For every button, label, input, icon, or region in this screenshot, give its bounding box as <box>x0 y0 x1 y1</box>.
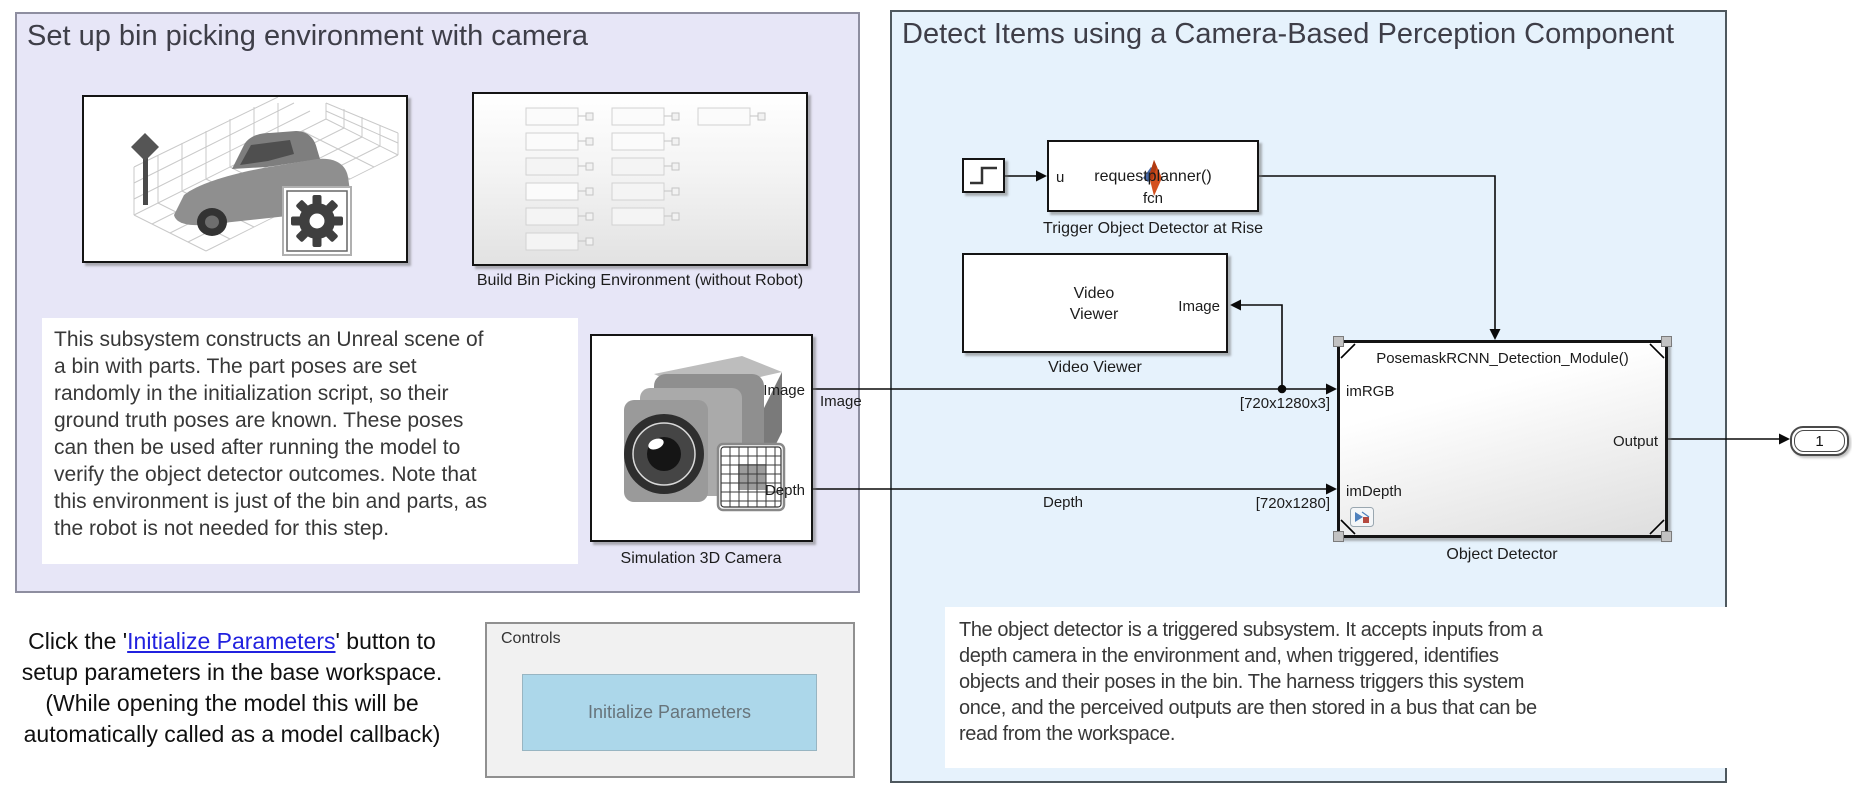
controls-panel: Controls Initialize Parameters <box>485 622 855 778</box>
signal-wire-trigger[interactable] <box>1259 175 1501 340</box>
initialize-parameters-button[interactable]: Initialize Parameters <box>522 674 817 751</box>
detector-port-imrgb: imRGB <box>1346 383 1395 400</box>
fcn-sub-text: fcn <box>1142 190 1163 207</box>
fcn-port-u: u <box>1056 169 1065 186</box>
simulation-3d-camera-block[interactable]: Image Depth <box>590 334 813 542</box>
signal-wire-depth[interactable] <box>813 483 1337 495</box>
left-area-title: Set up bin picking environment with came… <box>27 20 588 52</box>
callout-pre-text: Click the ' <box>28 628 128 654</box>
outport-1-label: 1 <box>1794 430 1845 452</box>
mini-block-column-2 <box>611 107 680 226</box>
initialize-callout: Click the 'Initialize Parameters' button… <box>12 626 452 750</box>
matlab-logo-icon <box>1143 160 1162 196</box>
signal-label-image: Image <box>820 393 862 410</box>
corner-handle <box>1333 531 1344 542</box>
fcn-signature-text: requestplanner() <box>1094 168 1212 185</box>
video-viewer-block-label: Video Viewer <box>1048 359 1142 376</box>
detector-port-imdepth: imDepth <box>1346 483 1402 500</box>
step-source-block[interactable] <box>962 158 1005 193</box>
signal-wire-step-to-fcn[interactable] <box>1005 170 1047 182</box>
object-detector-header: PosemaskRCNN_Detection_Module() <box>1376 350 1629 367</box>
camera-icon <box>624 356 786 512</box>
detector-port-output: Output <box>1612 433 1658 450</box>
corner-handle <box>1333 336 1344 347</box>
mini-block-column-3 <box>697 107 766 126</box>
video-viewer-text: Video Viewer <box>1069 285 1119 323</box>
controls-panel-title: Controls <box>501 630 561 647</box>
camera-port-depth: Depth <box>764 482 805 499</box>
matlab-function-block[interactable]: u requestplanner() fcn <box>1047 140 1259 212</box>
signal-wire-output[interactable] <box>1668 433 1790 445</box>
signal-label-depth: Depth <box>1043 494 1084 511</box>
video-viewer-block[interactable]: Video Viewer Image <box>962 253 1228 353</box>
depth-grid-icon <box>716 442 786 512</box>
initialize-parameters-link[interactable]: Initialize Parameters <box>127 628 336 654</box>
gear-icon <box>282 186 352 256</box>
corner-handle <box>1661 336 1672 347</box>
subsystem-preview-icon <box>525 107 766 251</box>
step-signal-icon <box>970 166 997 185</box>
signal-dims-depth: [720x1280] <box>1255 495 1330 512</box>
callout-post-text: ' button to setup parameters in the base… <box>21 628 443 747</box>
sign-post <box>143 155 148 205</box>
build-environment-block[interactable] <box>472 92 808 266</box>
video-viewer-port-image: Image <box>1178 298 1220 315</box>
object-detector-block-label: Object Detector <box>1446 546 1558 563</box>
camera-port-image: Image <box>763 382 805 399</box>
object-detector-block[interactable]: PosemaskRCNN_Detection_Module() imRGB im… <box>1333 336 1672 542</box>
matlab-function-block-label: Trigger Object Detector at Rise <box>1043 220 1263 237</box>
mini-block-column-1 <box>525 107 594 251</box>
signal-dims-rgb: [720x1280x3] <box>1239 395 1330 412</box>
outport-1[interactable]: 1 <box>1790 426 1849 456</box>
model-reference-badge-icon <box>1350 507 1374 527</box>
unreal-scene-icon <box>131 96 399 256</box>
corner-handle <box>1661 531 1672 542</box>
right-area-title: Detect Items using a Camera-Based Percep… <box>902 18 1675 50</box>
build-environment-block-label: Build Bin Picking Environment (without R… <box>476 272 804 289</box>
corner-chamfers <box>1340 343 1665 535</box>
detector-annotation: The object detector is a triggered subsy… <box>945 607 1728 768</box>
environment-annotation: This subsystem constructs an Unreal scen… <box>42 318 578 564</box>
signal-wire-image[interactable] <box>813 299 1337 395</box>
camera-block-label: Simulation 3D Camera <box>620 550 782 567</box>
scene-config-block[interactable] <box>82 95 408 263</box>
